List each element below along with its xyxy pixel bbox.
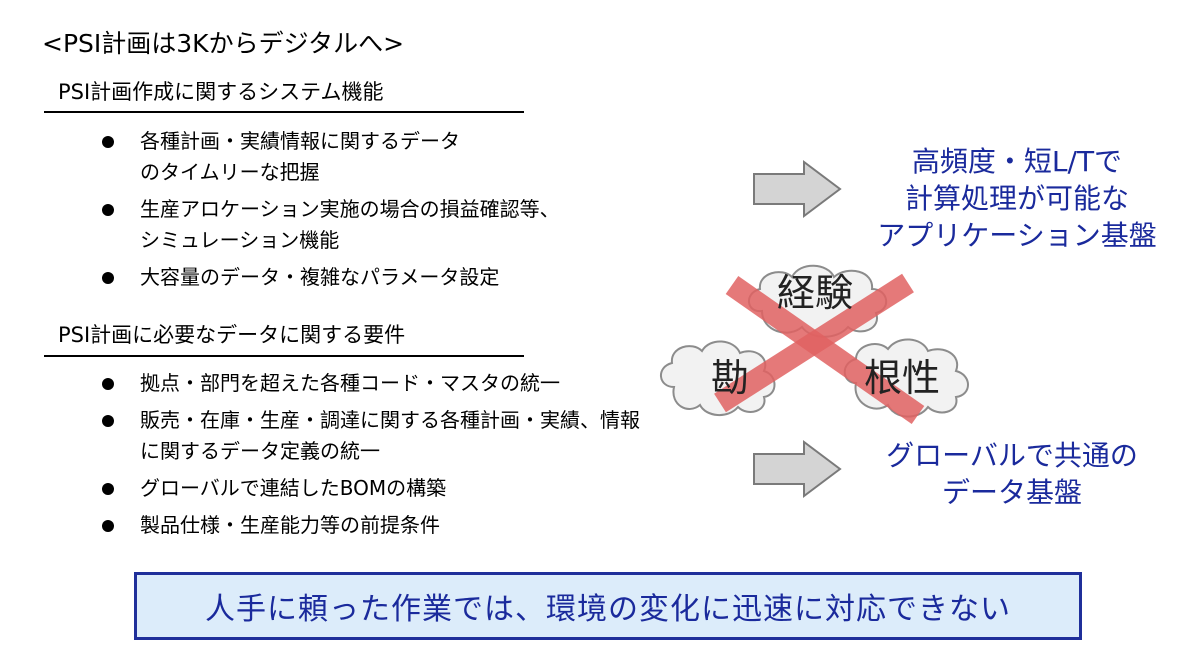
result-line: グローバルで共通の	[886, 439, 1138, 472]
result-line: データ基盤	[941, 476, 1082, 509]
list-item-line1: 製品仕様・生産能力等の前提条件	[140, 513, 440, 537]
list-item-line1: 拠点・部門を超えた各種コード・マスタの統一	[140, 371, 560, 395]
section-heading-data-requirements: PSI計画に必要なデータに関する要件	[58, 323, 406, 347]
list-item: 生産アロケーション実施の場合の損益確認等、 シミュレーション機能	[96, 194, 560, 256]
data-requirements-list: 拠点・部門を超えた各種コード・マスタの統一 販売・在庫・生産・調達に関する各種計…	[96, 368, 640, 547]
list-item-line1: 生産アロケーション実施の場合の損益確認等、	[140, 197, 560, 221]
list-item: 販売・在庫・生産・調達に関する各種計画・実績、情報 に関するデータ定義の統一	[96, 405, 640, 467]
section-divider	[44, 111, 524, 113]
list-item: 製品仕様・生産能力等の前提条件	[96, 510, 640, 541]
list-item-line1: 販売・在庫・生産・調達に関する各種計画・実績、情報	[140, 408, 640, 432]
list-item: 各種計画・実績情報に関するデータ のタイムリーな把握	[96, 126, 560, 188]
cross-icon	[714, 273, 925, 425]
list-item: 拠点・部門を超えた各種コード・マスタの統一	[96, 368, 640, 399]
result-line: 計算処理が可能な	[904, 182, 1129, 215]
page-title: <PSI計画は3Kからデジタルへ>	[42, 29, 405, 58]
conclusion-banner: 人手に頼った作業では、環境の変化に迅速に対応できない	[134, 572, 1082, 640]
list-item-line1: グローバルで連結したBOMの構築	[140, 476, 447, 500]
result-line: アプリケーション基盤	[877, 219, 1157, 252]
list-item: グローバルで連結したBOMの構築	[96, 473, 640, 504]
system-functions-list: 各種計画・実績情報に関するデータ のタイムリーな把握 生産アロケーション実施の場…	[96, 126, 560, 299]
list-item-line1: 大容量のデータ・複雑なパラメータ設定	[140, 265, 500, 289]
list-item-line2: シミュレーション機能	[140, 228, 340, 252]
list-item: 大容量のデータ・複雑なパラメータ設定	[96, 262, 560, 293]
three-k-diagram	[660, 264, 969, 425]
list-item-line1: 各種計画・実績情報に関するデータ	[140, 129, 460, 153]
cloud-label-intuition: 勘	[710, 356, 749, 400]
arrow-right-icon	[753, 440, 842, 498]
cloud-label-guts: 根性	[863, 356, 940, 400]
result-line: 高頻度・短L/Tで	[911, 145, 1123, 178]
list-item-line2: に関するデータ定義の統一	[140, 439, 380, 463]
arrow-right-icon	[753, 160, 842, 218]
result-application-platform: 高頻度・短L/Tで 計算処理が可能な アプリケーション基盤	[862, 143, 1172, 254]
result-data-platform: グローバルで共通の データ基盤	[862, 437, 1162, 511]
section-heading-system-functions: PSI計画作成に関するシステム機能	[58, 80, 384, 104]
cloud-label-experience: 経験	[776, 271, 853, 315]
list-item-line2: のタイムリーな把握	[140, 160, 320, 184]
section-divider	[44, 355, 524, 357]
